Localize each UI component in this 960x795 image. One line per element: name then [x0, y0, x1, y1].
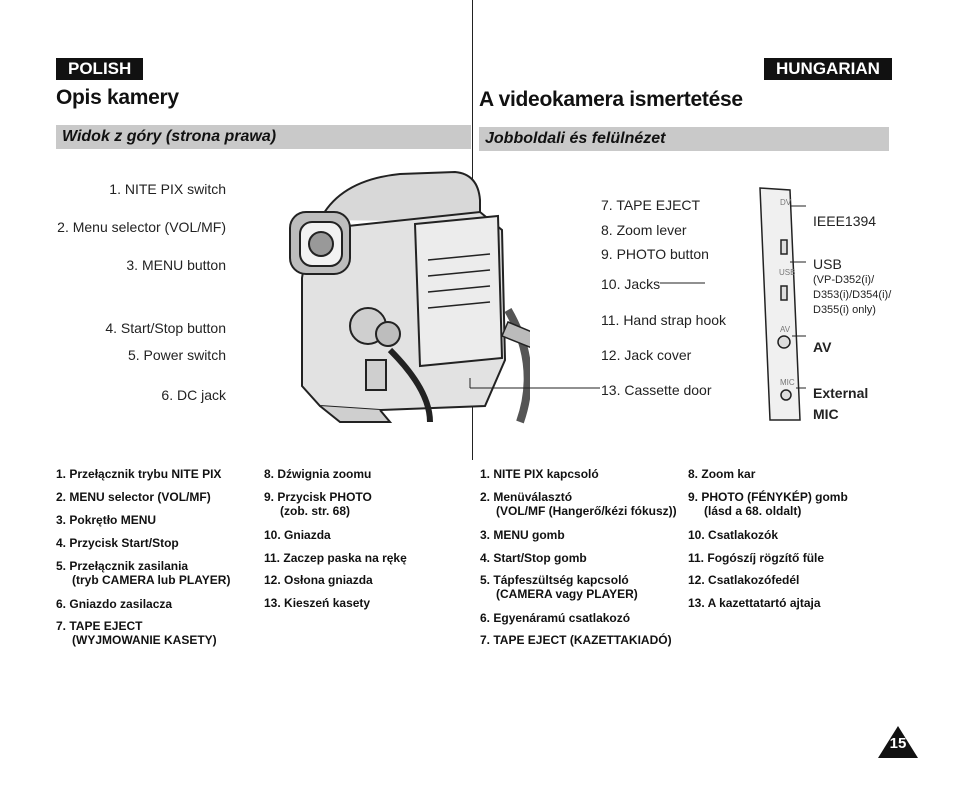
callout-cassette-door: 13. Cassette door [601, 382, 712, 398]
list-item-cont: (tryb CAMERA lub PLAYER) [72, 573, 231, 587]
callout-menu-button: 3. MENU button [126, 257, 226, 273]
list-item: 10. Csatlakozók [688, 528, 779, 542]
hungarian-list-col1: 1. NITE PIX kapcsoló 2. Menüválasztó (VO… [480, 467, 685, 657]
subtitle-bar-hungarian: Jobboldali és felülnézet [479, 127, 889, 151]
list-item-cont: (VOL/MF (Hangerő/kézi fókusz)) [496, 504, 677, 518]
panel-label-dv: DV [780, 198, 792, 207]
connector-panel [759, 187, 801, 421]
list-item: 6. Gniazdo zasilacza [56, 597, 173, 611]
list-item-cont: (CAMERA vagy PLAYER) [496, 587, 638, 601]
list-item: 7. TAPE EJECT (KAZETTAKIADÓ) [480, 633, 672, 647]
list-item: 8. Dźwignia zoomu [264, 467, 372, 481]
port-av: AV [813, 339, 832, 355]
list-item-cont: (WYJMOWANIE KASETY) [72, 633, 217, 647]
polish-list-col1: 1. Przełącznik trybu NITE PIX 2. MENU se… [56, 467, 256, 657]
list-item: 11. Zaczep paska na rękę [264, 551, 407, 565]
port-mic-2: MIC [813, 406, 839, 422]
list-item: 1. NITE PIX kapcsoló [480, 467, 599, 481]
callout-dc-jack: 6. DC jack [161, 387, 226, 403]
callout-zoom-lever: 8. Zoom lever [601, 222, 687, 238]
lang-tag-hungarian: HUNGARIAN [764, 58, 892, 80]
port-usb-models-1: (VP-D352(i)/ [813, 274, 875, 286]
lang-tag-polish: POLISH [56, 58, 144, 80]
camcorder-illustration [289, 170, 530, 424]
port-mic-1: External [813, 385, 869, 401]
list-item: 9. Przycisk PHOTO [264, 490, 372, 504]
list-item: 11. Fogószíj rögzítő füle [688, 551, 825, 565]
page-number: 15 [889, 735, 907, 752]
list-item: 1. Przełącznik trybu NITE PIX [56, 467, 222, 481]
port-usb-models-3: D355(i) only) [813, 304, 876, 316]
list-item: 10. Gniazda [264, 528, 331, 542]
list-item: 2. Menüválasztó [480, 490, 573, 504]
page-triangle-icon [878, 726, 918, 758]
subtitle-bar-polish: Widok z góry (strona prawa) [56, 125, 471, 149]
callout-start-stop: 4. Start/Stop button [105, 320, 226, 336]
page-title-hungarian: A videokamera ismertetése [479, 88, 743, 111]
callout-power-switch: 5. Power switch [127, 347, 226, 363]
panel-label-av: AV [780, 325, 791, 334]
port-usb-models-2: D353(i)/D354(i)/ [813, 289, 892, 301]
list-item: 3. MENU gomb [480, 528, 565, 542]
hungarian-list-col2: 8. Zoom kar 9. PHOTO (FÉNYKÉP) gomb (lás… [688, 467, 888, 617]
list-item: 5. Tápfeszültség kapcsoló [480, 573, 629, 587]
callout-jacks: 10. Jacks [601, 276, 661, 292]
callout-jack-cover: 12. Jack cover [601, 347, 692, 363]
callout-nite-pix: 1. NITE PIX switch [109, 181, 226, 197]
list-item: 4. Przycisk Start/Stop [56, 536, 179, 550]
list-item: 8. Zoom kar [688, 467, 756, 481]
list-item: 12. Osłona gniazda [264, 573, 373, 587]
list-item-cont: (lásd a 68. oldalt) [704, 504, 802, 518]
list-item: 5. Przełącznik zasilania [56, 559, 189, 573]
callout-menu-selector: 2. Menu selector (VOL/MF) [57, 219, 226, 235]
callout-lines [469, 187, 806, 421]
list-item: 4. Start/Stop gomb [480, 551, 587, 565]
page-title-polish: Opis kamery [56, 86, 179, 109]
port-usb: USB [813, 256, 842, 272]
list-item: 3. Pokrętło MENU [56, 513, 157, 527]
callout-tape-eject: 7. TAPE EJECT [601, 197, 701, 213]
list-item-cont: (zob. str. 68) [280, 504, 351, 518]
list-item: 12. Csatlakozófedél [688, 573, 800, 587]
list-item: 13. Kieszeń kasety [264, 596, 371, 610]
list-item: 9. PHOTO (FÉNYKÉP) gomb [688, 490, 848, 504]
panel-label-usb: USB [779, 268, 796, 277]
list-item: 6. Egyenáramú csatlakozó [480, 611, 631, 625]
page-number-badge: 15 [876, 724, 920, 765]
list-item: 7. TAPE EJECT [56, 619, 143, 633]
list-item: 2. MENU selector (VOL/MF) [56, 490, 211, 504]
port-ieee1394: IEEE1394 [813, 213, 877, 229]
callout-hand-strap-hook: 11. Hand strap hook [601, 312, 727, 328]
list-item: 13. A kazettatartó ajtaja [688, 596, 821, 610]
panel-label-mic: MIC [780, 378, 795, 387]
callout-photo-button: 9. PHOTO button [601, 246, 709, 262]
polish-list-col2: 8. Dźwignia zoomu 9. Przycisk PHOTO (zob… [264, 467, 464, 617]
